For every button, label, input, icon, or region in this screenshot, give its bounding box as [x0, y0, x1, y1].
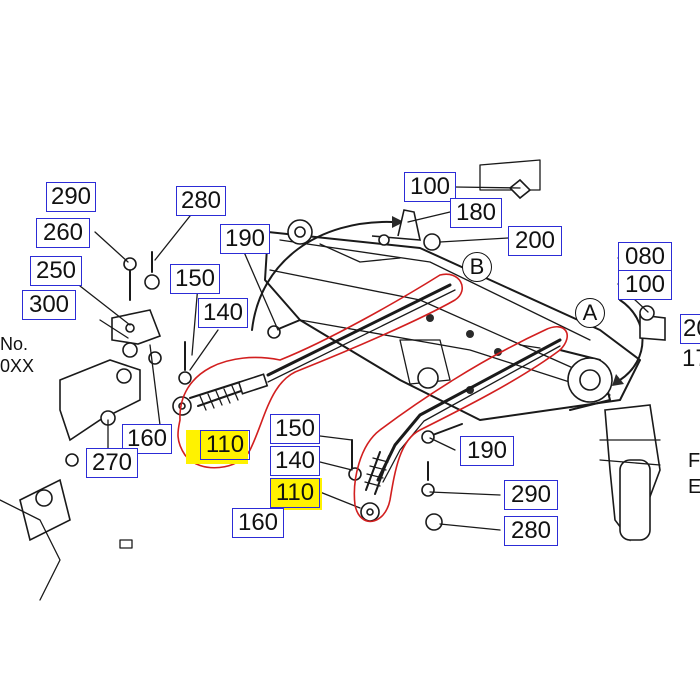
red-annotation-loops: [177, 273, 568, 523]
callout-290-left: 290: [46, 182, 96, 212]
front-axle-housing: [264, 219, 641, 421]
bolts: [123, 251, 463, 531]
callout-100-right: 100: [618, 270, 672, 300]
side-text-0xx: 0XX: [0, 356, 35, 376]
callout-280-left: 280: [176, 186, 226, 216]
side-text-f: F: [688, 450, 700, 472]
callout-140-right: 140: [270, 446, 320, 476]
callout-190-right: 190: [460, 436, 514, 466]
callout-140-left: 140: [198, 298, 248, 328]
callout-160-right: 160: [232, 508, 284, 538]
marker-b: B: [462, 252, 492, 282]
callout-200: 200: [508, 226, 562, 256]
callout-180: 180: [450, 198, 502, 228]
highlight-110-left: [186, 430, 248, 464]
steering-knuckle: [599, 404, 661, 542]
callout-20-partial: 20: [680, 314, 700, 344]
callout-250: 250: [30, 256, 82, 286]
callout-110-right: 110: [270, 478, 320, 508]
tie-rod-end-right: [360, 451, 390, 522]
tie-rod-end-left: [172, 373, 269, 416]
callout-17-partial: 17: [680, 345, 700, 375]
callout-280-right: 280: [504, 516, 558, 546]
side-text-no: No.: [0, 334, 29, 354]
callout-260: 260: [36, 218, 90, 248]
callout-270: 270: [86, 448, 138, 478]
callout-150-left: 150: [170, 264, 220, 294]
callout-080: 080: [618, 242, 672, 272]
callout-290-right: 290: [504, 480, 558, 510]
motion-arrows: [251, 216, 644, 386]
side-text-e: E: [688, 476, 700, 498]
upper-bracket: [371, 159, 666, 341]
highlight-110-right: [270, 478, 322, 510]
callout-300: 300: [22, 290, 76, 320]
callout-110-left: 110: [200, 430, 250, 460]
marker-a: A: [575, 298, 605, 328]
callout-150-right: 150: [270, 414, 320, 444]
leader-lines: [79, 186, 661, 531]
left-bracket-assembly: [0, 309, 162, 601]
steering-rod-b: [266, 283, 456, 383]
callout-100-top: 100: [404, 172, 456, 202]
callout-190-left: 190: [220, 224, 270, 254]
